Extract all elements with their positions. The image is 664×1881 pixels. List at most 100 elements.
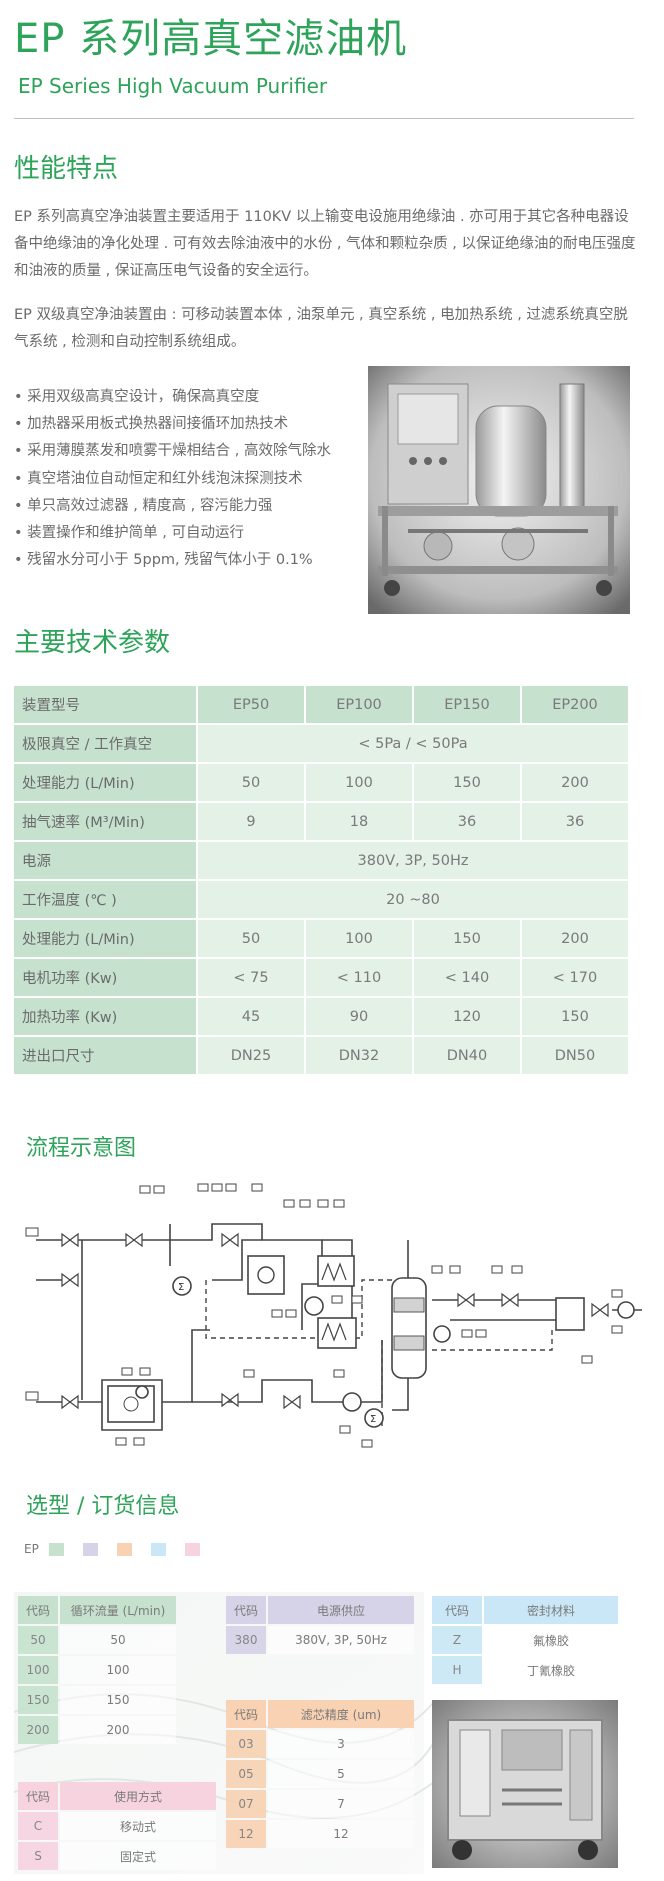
features-paragraph-1: EP 系列高真空净油装置主要适用于 110KV 以上输变电设施用绝缘油 . 亦可… — [14, 209, 636, 279]
spec-label: 电机功率 (Kw) — [14, 959, 196, 996]
legend-swatch-power — [82, 1542, 98, 1556]
header-divider — [14, 118, 634, 119]
spec-label: 处理能力 (L/Min) — [14, 920, 196, 957]
spec-value: 18 — [306, 803, 412, 840]
spec-value: 50 — [198, 920, 304, 957]
feature-list: • 采用双级高真空设计，确保高真空度 • 加热器采用板式换热器间接循环加热技术 … — [14, 384, 359, 574]
option-code: 200 — [18, 1716, 58, 1744]
option-header: 滤芯精度 (um) — [268, 1700, 414, 1728]
table-row: 工作温度 (℃ )20 ~80 — [14, 881, 630, 918]
spec-value: 200 — [522, 920, 628, 957]
flow-heading: 流程示意图 — [26, 1136, 137, 1161]
table-header-row: 代码循环流量 (L/min) — [18, 1596, 176, 1624]
spec-value: < 170 — [522, 959, 628, 996]
table-header-row: 代码使用方式 — [18, 1782, 216, 1810]
option-code: 50 — [18, 1626, 58, 1654]
spec-value: 45 — [198, 998, 304, 1035]
spec-table: 装置型号 EP50 EP100 EP150 EP200 极限真空 / 工作真空<… — [14, 686, 630, 1076]
product-photo — [368, 366, 630, 614]
spec-label: 电源 — [14, 842, 196, 879]
flow-diagram: Σ Σ — [25, 1183, 642, 1448]
option-header: 使用方式 — [60, 1782, 216, 1810]
option-code: 12 — [226, 1820, 266, 1848]
option-code: 100 — [18, 1656, 58, 1684]
spec-col-header: EP50 — [198, 686, 304, 723]
option-value: 100 — [60, 1656, 176, 1684]
code-header: 代码 — [432, 1596, 482, 1624]
ordering-heading: 选型 / 订货信息 — [26, 1494, 180, 1519]
feature-item: • 残留水分可小于 5ppm, 残留气体小于 0.1% — [14, 552, 313, 569]
spec-value: DN40 — [414, 1037, 520, 1074]
spec-value: 50 — [198, 764, 304, 801]
option-value: 移动式 — [60, 1812, 216, 1840]
code-header: 代码 — [18, 1596, 58, 1624]
option-value: 丁氰橡胶 — [484, 1656, 618, 1684]
feature-item: • 采用双级高真空设计，确保高真空度 — [14, 389, 260, 405]
spec-label: 极限真空 / 工作真空 — [14, 725, 196, 762]
spec-label: 进出口尺寸 — [14, 1037, 196, 1074]
spec-col-header: EP150 — [414, 686, 520, 723]
option-value: 12 — [268, 1820, 414, 1848]
spec-value: DN32 — [306, 1037, 412, 1074]
page-subtitle: EP Series High Vacuum Purifier — [18, 74, 328, 98]
spec-value: DN50 — [522, 1037, 628, 1074]
option-value: 3 — [268, 1730, 414, 1758]
legend-swatch-seal — [150, 1542, 166, 1556]
spec-value: 9 — [198, 803, 304, 840]
table-header-row: 代码密封材料 — [432, 1596, 618, 1624]
specs-heading: 主要技术参数 — [14, 628, 171, 658]
spec-value: 150 — [414, 764, 520, 801]
spec-value: 36 — [522, 803, 628, 840]
option-code: 150 — [18, 1686, 58, 1714]
option-value: 200 — [60, 1716, 176, 1744]
svg-text:Σ: Σ — [370, 1414, 376, 1425]
table-row: 极限真空 / 工作真空< 5Pa / < 50Pa — [14, 725, 630, 762]
spec-value: < 5Pa / < 50Pa — [198, 725, 628, 762]
option-code: 03 — [226, 1730, 266, 1758]
option-value: 50 — [60, 1626, 176, 1654]
option-value: 氟橡胶 — [484, 1626, 618, 1654]
option-value: 固定式 — [60, 1842, 216, 1870]
code-header: 代码 — [226, 1700, 266, 1728]
option-code: S — [18, 1842, 58, 1870]
spec-value: < 75 — [198, 959, 304, 996]
model-code-legend: EP — [24, 1542, 219, 1556]
spec-value: < 140 — [414, 959, 520, 996]
page-title: EP 系列高真空滤油机 — [14, 16, 408, 62]
feature-item: • 采用薄膜蒸发和喷雾干燥相结合 , 高效除气除水 — [14, 443, 331, 460]
option-value: 5 — [268, 1760, 414, 1788]
svg-text:Σ: Σ — [178, 1282, 184, 1293]
feature-item: • 装置操作和维护简单 , 可自动运行 — [14, 525, 244, 542]
spec-label: 处理能力 (L/Min) — [14, 764, 196, 801]
spec-label: 装置型号 — [14, 686, 196, 723]
option-code: C — [18, 1812, 58, 1840]
table-row: 装置型号 EP50 EP100 EP150 EP200 — [14, 686, 630, 723]
spec-value: 100 — [306, 920, 412, 957]
table-header-row: 代码滤芯精度 (um) — [226, 1700, 414, 1728]
feature-item: • 加热器采用板式换热器间接循环加热技术 — [14, 416, 289, 433]
product-photo-mobile — [432, 1700, 618, 1868]
spec-value: 90 — [306, 998, 412, 1035]
spec-value: 380V, 3P, 50Hz — [198, 842, 628, 879]
spec-value: 36 — [414, 803, 520, 840]
